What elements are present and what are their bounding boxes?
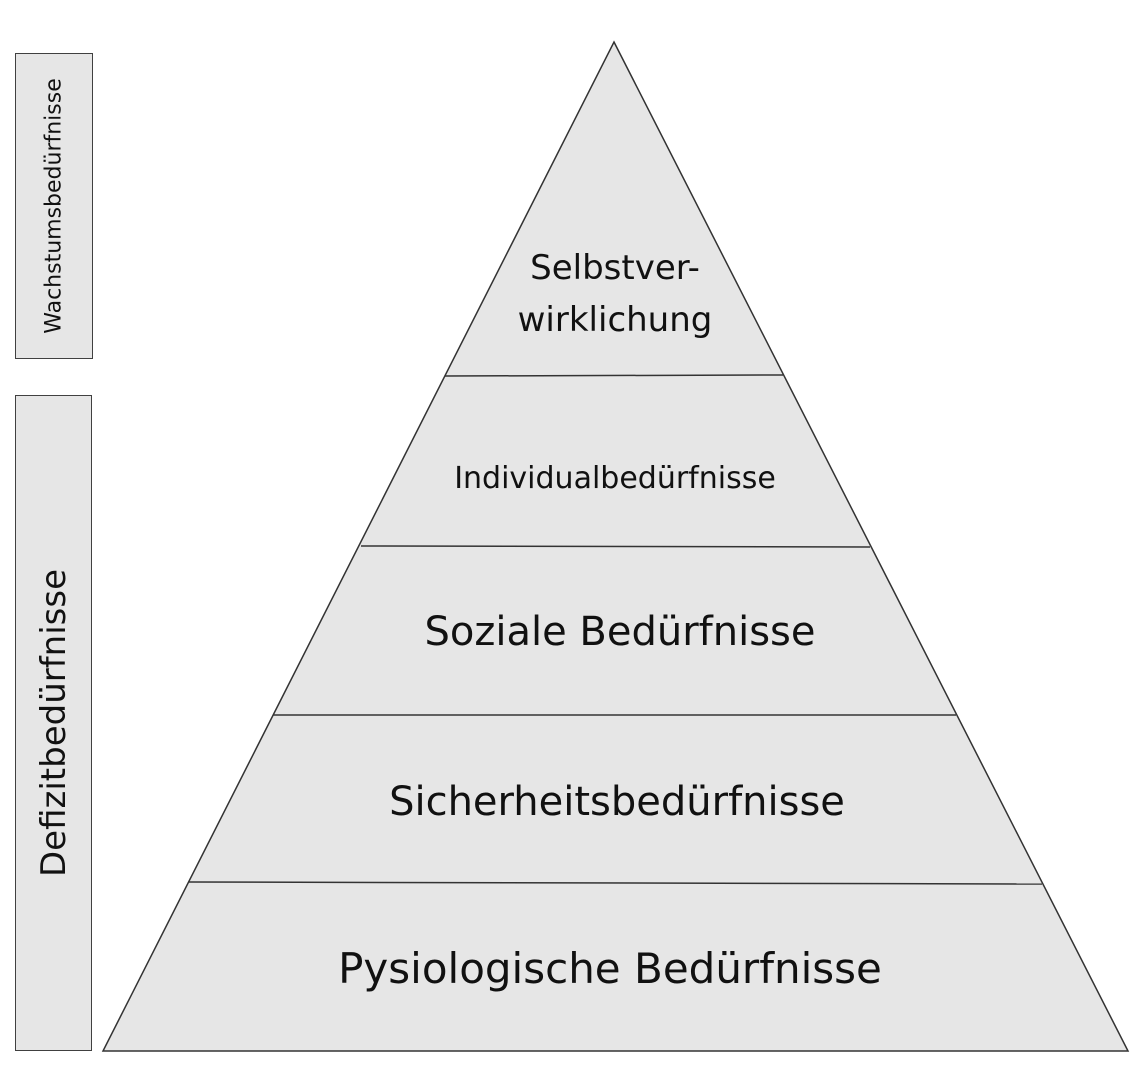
growth-needs-box: Wachstumsbedürfnisse bbox=[15, 53, 93, 359]
level-divider bbox=[444, 374, 784, 377]
level-social: Soziale Bedürfnisse bbox=[425, 609, 816, 655]
level-divider bbox=[360, 545, 871, 548]
level-safety: Sicherheitsbedürfnisse bbox=[389, 779, 845, 825]
level-divider bbox=[188, 881, 1043, 885]
deficit-needs-box: Defizitbedürfnisse bbox=[15, 395, 92, 1051]
level-self-actualization-line2: wirklichung bbox=[518, 300, 713, 340]
level-self-actualization-line1: Selbstver- bbox=[530, 248, 700, 288]
level-physiological: Pysiologische Bedürfnisse bbox=[338, 944, 882, 993]
level-esteem: Individualbedürfnisse bbox=[454, 461, 776, 496]
